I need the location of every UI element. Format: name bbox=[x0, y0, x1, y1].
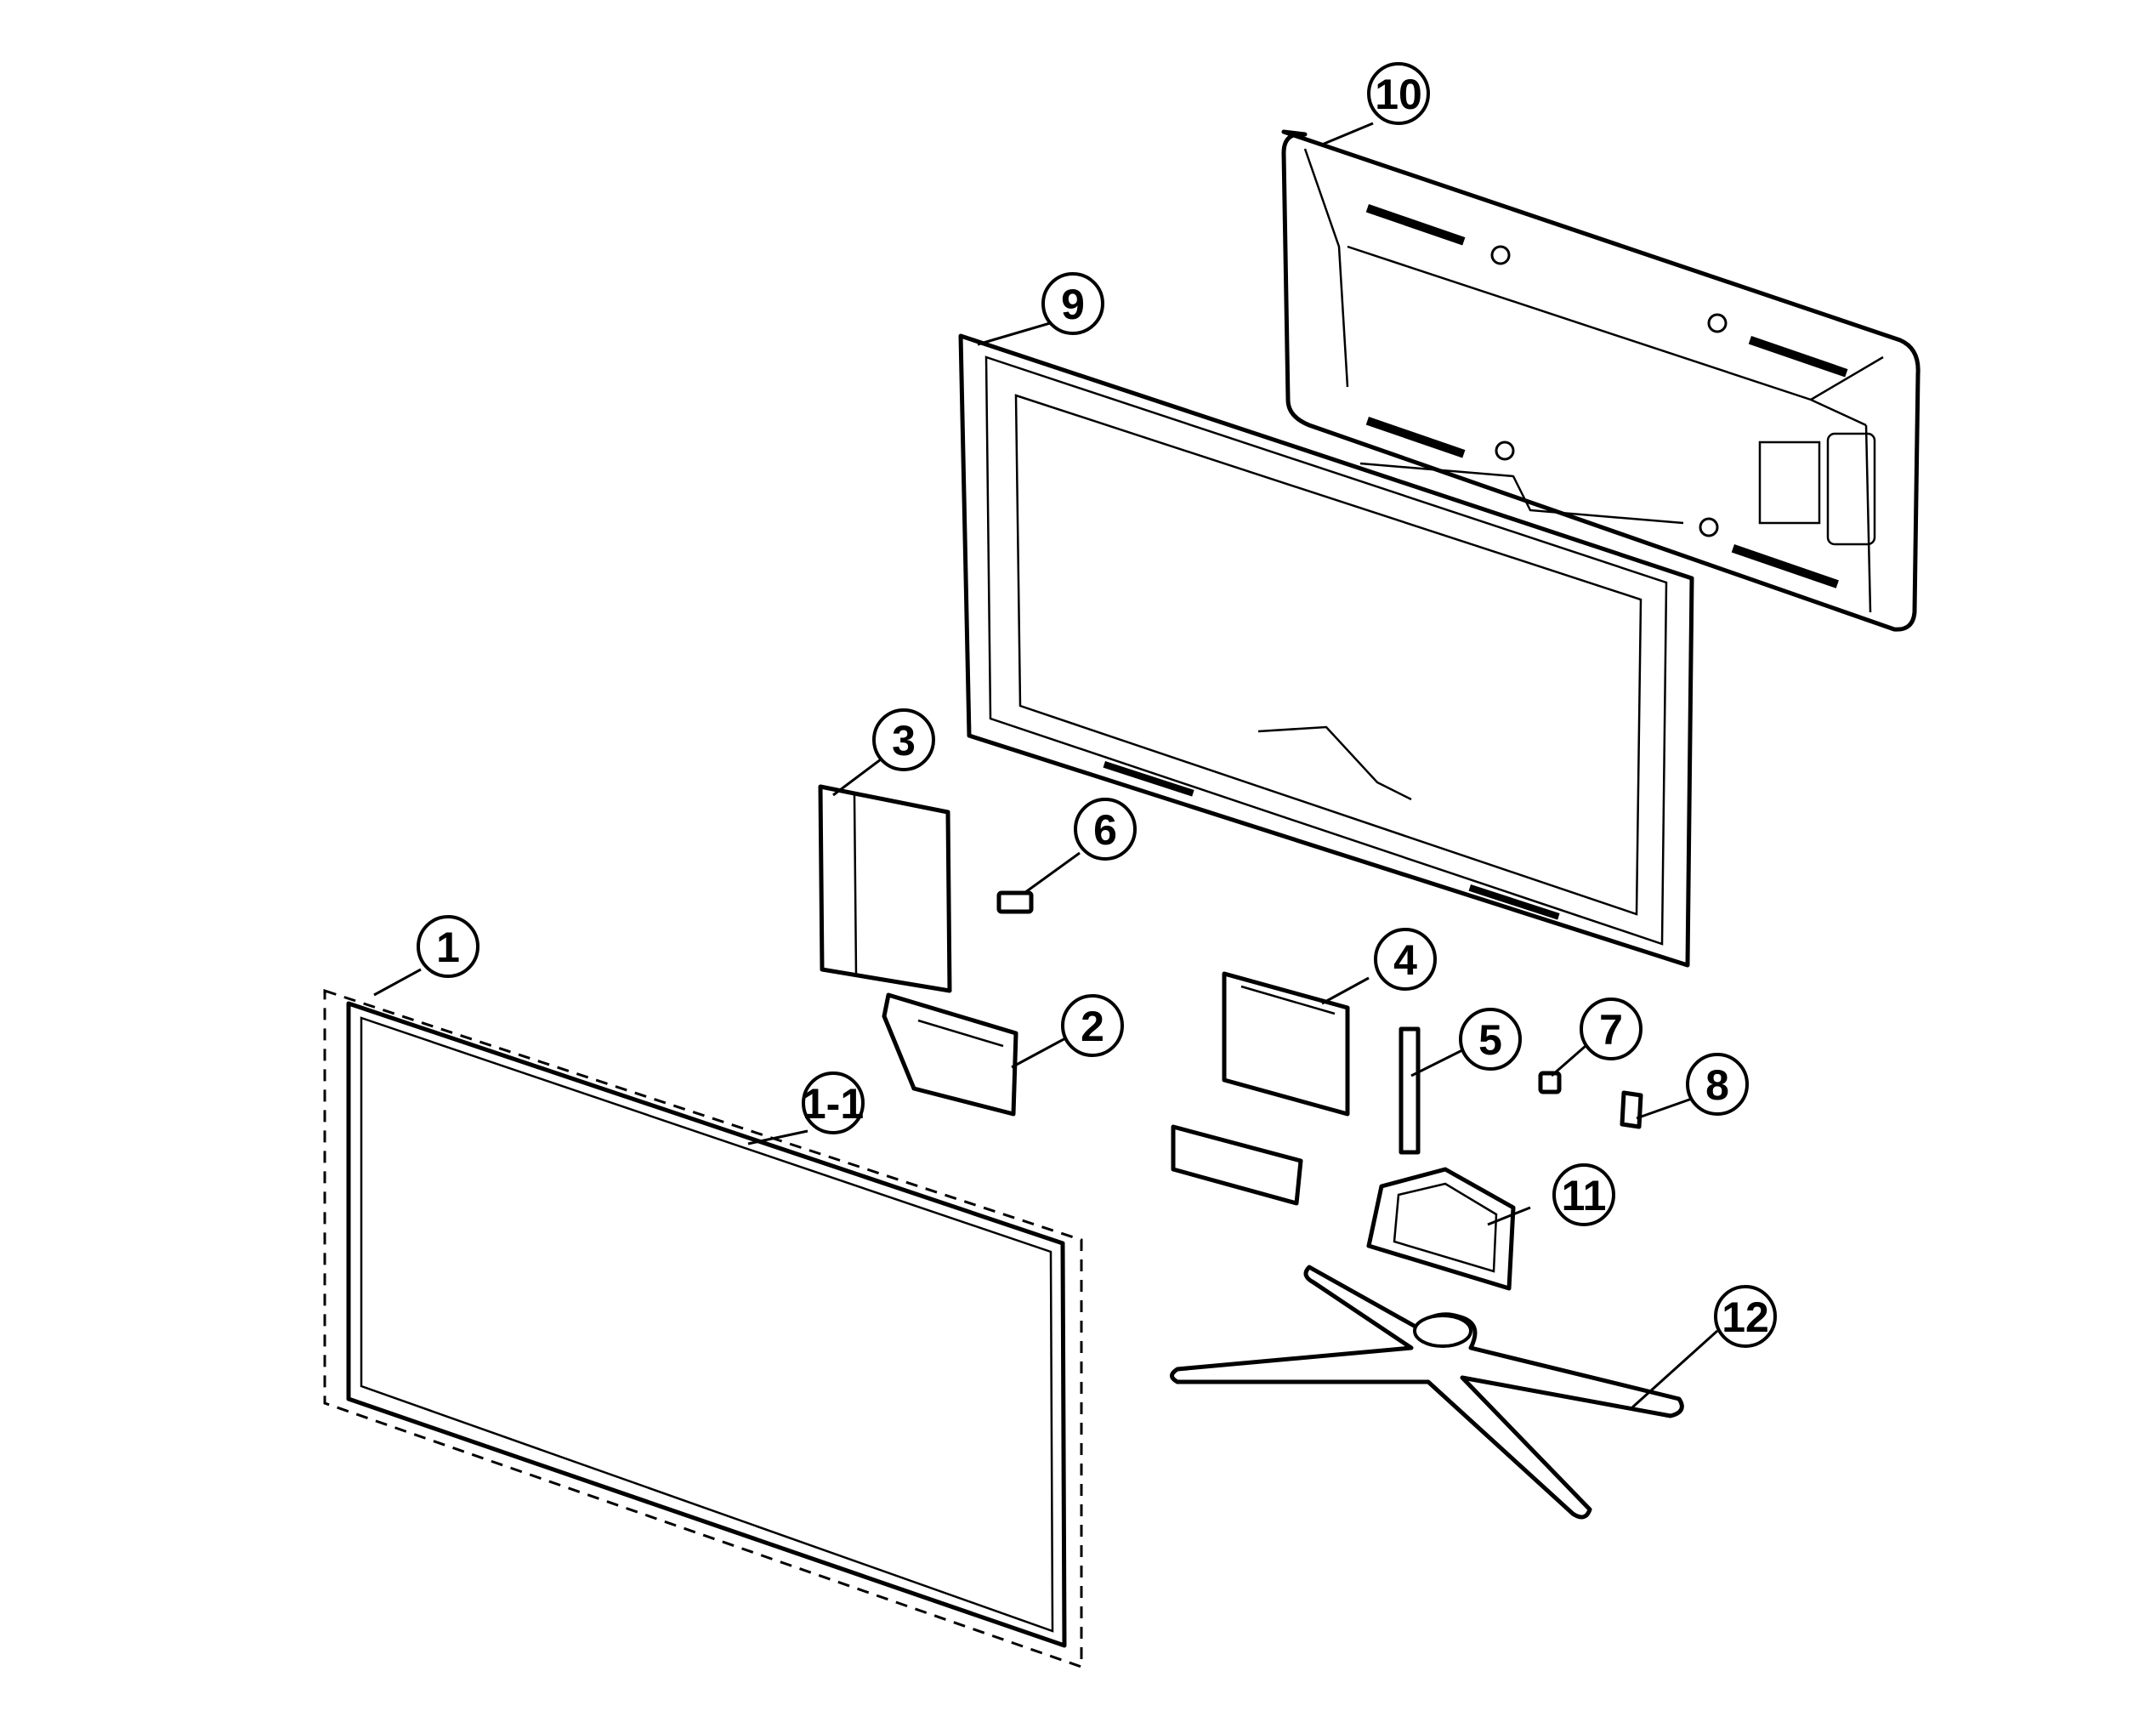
part-12-stand-base bbox=[1170, 1265, 1684, 1520]
callout-2: 2 bbox=[1061, 994, 1124, 1057]
callout-9: 9 bbox=[1041, 272, 1104, 335]
part-8-clip bbox=[1620, 1090, 1643, 1129]
leader-lines bbox=[373, 122, 1719, 1409]
stand-bracket bbox=[1171, 1124, 1303, 1206]
callout-7: 7 bbox=[1580, 998, 1643, 1060]
callout-2-text: 2 bbox=[1081, 1003, 1104, 1050]
callout-3: 3 bbox=[872, 708, 935, 771]
part-10-rear-cover bbox=[1281, 129, 1921, 632]
part-7-clip bbox=[1538, 1071, 1562, 1094]
callout-3-text: 3 bbox=[892, 717, 916, 765]
part-5-strip bbox=[1399, 1026, 1421, 1155]
callout-8: 8 bbox=[1686, 1053, 1749, 1116]
callout-5: 5 bbox=[1459, 1008, 1522, 1071]
part-4-main-board bbox=[1222, 971, 1350, 1117]
callout-4-text: 4 bbox=[1393, 936, 1417, 984]
part-3-power-board bbox=[818, 784, 952, 993]
callout-1: 1 bbox=[417, 915, 479, 978]
callout-5-text: 5 bbox=[1478, 1016, 1502, 1064]
callout-12: 12 bbox=[1714, 1285, 1777, 1348]
callout-10-text: 10 bbox=[1375, 71, 1422, 118]
part-1-panel-assembly bbox=[323, 988, 1083, 1669]
part-6-sensor bbox=[996, 890, 1034, 914]
callout-6: 6 bbox=[1074, 798, 1137, 861]
callout-8-text: 8 bbox=[1705, 1061, 1729, 1109]
callout-12-text: 12 bbox=[1722, 1293, 1769, 1341]
callout-11-text: 11 bbox=[1562, 1172, 1607, 1219]
callout-6-text: 6 bbox=[1093, 806, 1117, 854]
callout-1-1-text: 1-1 bbox=[803, 1080, 864, 1128]
callout-1-1: 1-1 bbox=[802, 1072, 865, 1134]
part-11-stand-neck bbox=[1366, 1167, 1516, 1291]
callout-7-text: 7 bbox=[1599, 1006, 1623, 1054]
callout-10: 10 bbox=[1367, 62, 1430, 125]
part-2-bracket bbox=[882, 992, 1018, 1117]
callout-4: 4 bbox=[1374, 928, 1437, 991]
callout-1-text: 1 bbox=[436, 924, 460, 971]
callout-9-text: 9 bbox=[1061, 281, 1085, 328]
part-9-middle-frame bbox=[958, 333, 1694, 968]
callout-11: 11 bbox=[1552, 1163, 1615, 1226]
